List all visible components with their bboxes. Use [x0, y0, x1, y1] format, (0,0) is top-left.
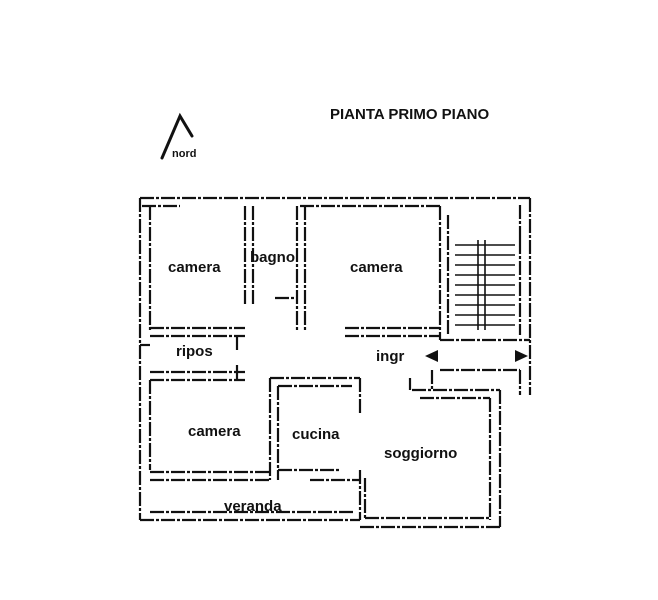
plan-title: PIANTA PRIMO PIANO — [330, 106, 490, 123]
room-label-ripos: ripos — [176, 343, 213, 360]
walls — [138, 196, 532, 529]
room-label-camera-nw: camera — [168, 259, 221, 276]
north-label: nord — [172, 148, 197, 160]
room-label-soggiorno: soggiorno — [384, 445, 458, 462]
room-label-camera-sw: camera — [188, 423, 241, 440]
entrance-arrow-icon — [425, 350, 528, 362]
room-label-veranda: veranda — [224, 498, 282, 515]
room-label-camera-ne: camera — [350, 259, 403, 276]
room-label-bagno: bagno — [250, 249, 295, 266]
north-arrow-icon — [160, 112, 194, 160]
room-label-ingr: ingr — [376, 348, 405, 365]
room-label-cucina: cucina — [292, 426, 340, 443]
staircase — [455, 240, 515, 330]
